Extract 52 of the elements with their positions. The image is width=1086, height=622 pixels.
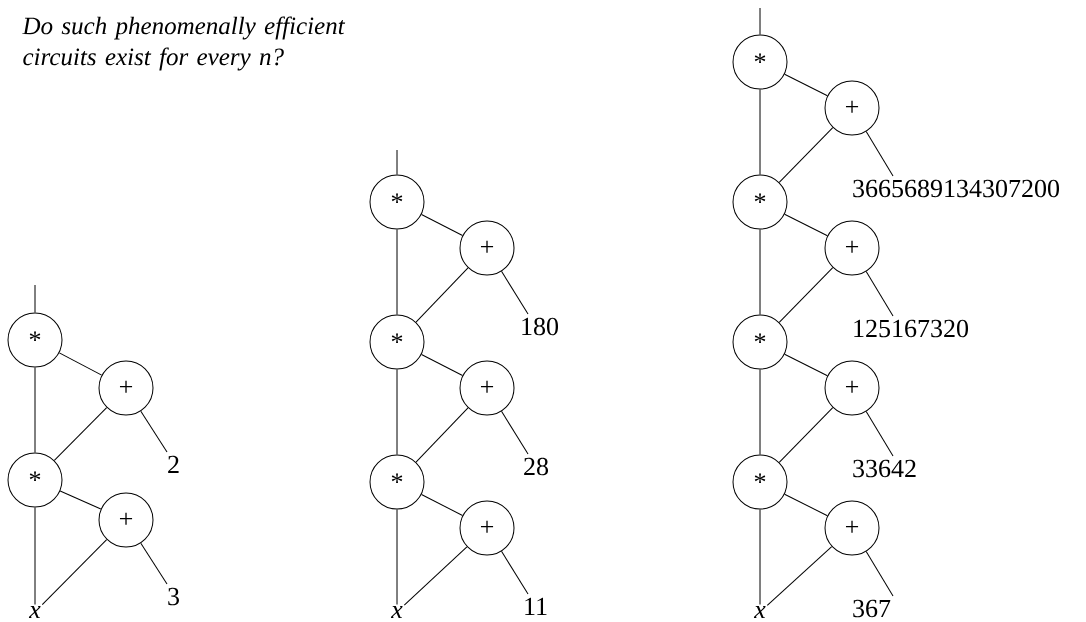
wire [140, 542, 168, 585]
wire [865, 551, 894, 597]
wire [396, 509, 398, 606]
wire [778, 127, 834, 183]
wire [58, 352, 103, 376]
number-label: 28 [524, 457, 548, 476]
wire [759, 509, 761, 606]
number-label: 3665689134307200 [853, 179, 1059, 198]
variable-label: x [28, 606, 41, 618]
wire [34, 284, 36, 313]
variable-label: x [390, 606, 403, 618]
wire [140, 410, 168, 453]
number-label: 33642 [853, 459, 916, 478]
number-label: 367 [853, 599, 891, 618]
wire [396, 229, 398, 315]
wire [53, 407, 108, 461]
number-label: 125167320 [854, 319, 968, 338]
wire [759, 369, 761, 455]
number-label: 180 [522, 317, 558, 336]
wire [778, 267, 834, 323]
wire [784, 213, 828, 237]
wire [501, 410, 529, 455]
wire [784, 493, 828, 517]
wire [415, 407, 469, 463]
wire [784, 353, 828, 377]
wire [759, 229, 761, 315]
wire [396, 369, 398, 455]
wire [865, 131, 894, 177]
wire [34, 507, 36, 606]
wire [501, 550, 529, 595]
question-text: Do such phenomenally efficient circuits exist for every n? [22, 16, 346, 71]
wire [865, 411, 894, 457]
number-label: 3 [168, 587, 179, 606]
wire [41, 539, 108, 606]
wire [784, 73, 828, 97]
wire [421, 214, 463, 236]
wire [415, 267, 469, 323]
wire [34, 367, 36, 453]
variable-label: x [753, 606, 766, 618]
wire [59, 490, 102, 510]
number-label: 2 [168, 455, 179, 473]
wire [501, 270, 529, 315]
wire [766, 546, 833, 606]
wire [778, 407, 834, 463]
wire [759, 89, 761, 175]
wire [865, 271, 894, 317]
wire [759, 7, 761, 35]
number-label: 11 [525, 597, 547, 615]
wire [421, 354, 463, 376]
wire [403, 546, 468, 606]
wire [396, 149, 398, 175]
wire [421, 494, 463, 516]
